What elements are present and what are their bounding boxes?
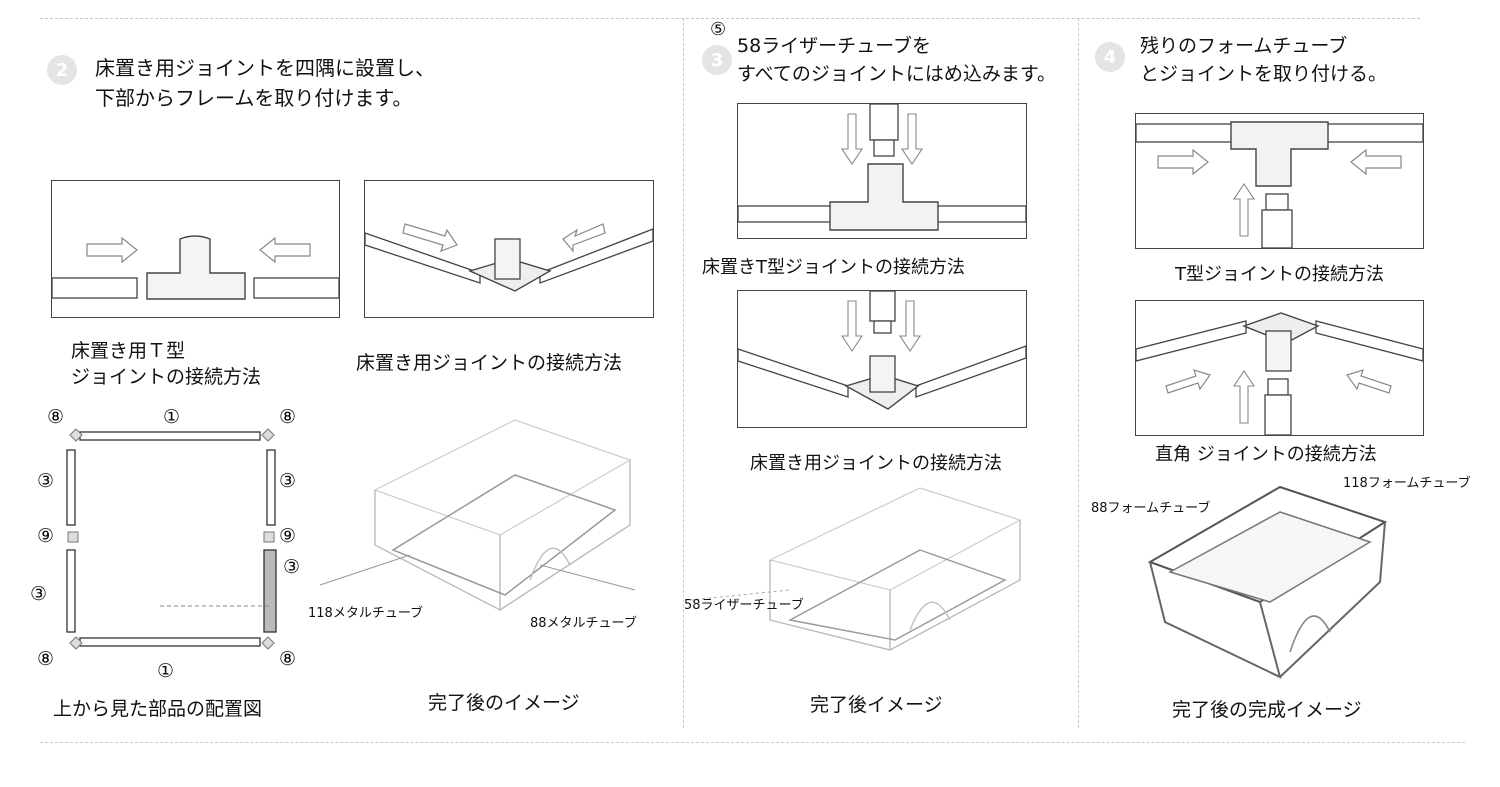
label-118-metal-tube: 118メタルチューブ [308, 606, 424, 621]
layout-label-tl: ⑧ [47, 406, 65, 428]
step-4-heading-line1: 残りのフォームチューブ [1140, 35, 1348, 57]
caption-layout: 上から見た部品の配置図 [53, 698, 263, 720]
corner-joint-diagram [364, 180, 654, 318]
column-divider-1 [683, 18, 684, 728]
caption-foam-t-joint: T型ジョイントの接続方法 [1175, 264, 1384, 285]
step-3-heading-line1: 58ライザーチューブを [737, 35, 932, 57]
step-3-sub-number: ⑤ [710, 19, 727, 40]
caption-step-3-complete: 完了後イメージ [810, 694, 943, 716]
layout-label-left-upper: ③ [37, 470, 55, 492]
caption-riser-corner-joint: 床置き用ジョイントの接続方法 [750, 453, 1002, 474]
arrow-down-icon [898, 300, 922, 352]
bottom-divider [40, 742, 1465, 743]
layout-label-right-mid: ⑨ [279, 525, 297, 547]
foam-corner-joint-diagram [1135, 300, 1424, 436]
top-divider [40, 18, 1420, 19]
layout-label-right-lower: ③ [283, 556, 301, 578]
caption-step-2-complete: 完了後のイメージ [428, 692, 580, 714]
arrow-left-icon [1350, 148, 1402, 176]
layout-label-br: ⑧ [279, 648, 297, 670]
step-2-complete-drawing [319, 419, 636, 612]
step-2-badge: 2 [47, 55, 77, 85]
layout-label-right-upper: ③ [279, 470, 297, 492]
layout-top-view [66, 428, 277, 650]
caption-foam-corner-joint: 直角 ジョイントの接続方法 [1155, 444, 1377, 465]
step-3-heading-line2: すべてのジョイントにはめ込みます。 [737, 63, 1057, 85]
arrow-left-icon [1346, 369, 1392, 394]
label-118-foam-tube: 118フォームチューブ [1343, 476, 1471, 491]
layout-label-bl: ⑧ [37, 648, 55, 670]
step-2-heading-line2: 下部からフレームを取り付けます。 [95, 86, 413, 110]
riser-corner-joint-diagram [737, 290, 1027, 428]
arrow-right-icon [402, 223, 458, 253]
foam-corner-joint-drawing [1135, 312, 1424, 436]
step-4-complete-drawing [1147, 485, 1388, 679]
layout-label-tr: ⑧ [279, 406, 297, 428]
caption-corner-joint: 床置き用ジョイントの接続方法 [356, 352, 623, 374]
caption-t-joint-line2: ジョイントの接続方法 [71, 366, 262, 388]
step-3-complete-drawing [689, 487, 1022, 651]
layout-label-bottom: ① [157, 660, 175, 682]
label-88-foam-tube: 88フォームチューブ [1091, 501, 1211, 516]
layout-label-top: ① [163, 406, 181, 428]
step-3-badge: 3 [702, 45, 732, 75]
foam-t-joint-diagram [1135, 113, 1424, 249]
arrow-left-icon [259, 236, 311, 264]
arrow-down-icon [840, 300, 864, 352]
label-88-metal-tube: 88メタルチューブ [530, 616, 637, 631]
arrow-down-icon [840, 113, 864, 165]
step-4-heading-line2: とジョイントを取り付ける。 [1140, 63, 1388, 85]
foam-t-joint-drawing [1135, 121, 1424, 249]
step-2-heading-line1: 床置き用ジョイントを四隅に設置し、 [95, 56, 435, 80]
riser-t-joint-diagram [737, 103, 1027, 239]
caption-riser-t-joint: 床置きT型ジョイントの接続方法 [702, 257, 965, 278]
t-joint-drawing [51, 235, 340, 300]
arrow-left-icon [562, 223, 606, 253]
t-joint-diagram [51, 180, 340, 318]
arrow-up-icon [1232, 370, 1256, 424]
arrow-right-icon [1165, 369, 1211, 394]
caption-step-4-complete: 完了後の完成イメージ [1172, 699, 1362, 721]
layout-label-left-lower: ③ [30, 583, 48, 605]
riser-corner-joint-drawing [737, 290, 1027, 410]
arrow-up-icon [1232, 183, 1256, 237]
arrow-down-icon [900, 113, 924, 165]
riser-t-joint-drawing [737, 103, 1027, 231]
arrow-right-icon [1157, 148, 1209, 176]
caption-t-joint-line1: 床置き用Ｔ型 [71, 340, 186, 362]
column-divider-2 [1078, 18, 1079, 728]
corner-joint-drawing [364, 223, 654, 292]
layout-label-left-mid: ⑨ [37, 525, 55, 547]
label-58-riser-tube: 58ライザーチューブ [684, 598, 804, 613]
arrow-right-icon [86, 236, 138, 264]
step-4-badge: 4 [1095, 42, 1125, 72]
